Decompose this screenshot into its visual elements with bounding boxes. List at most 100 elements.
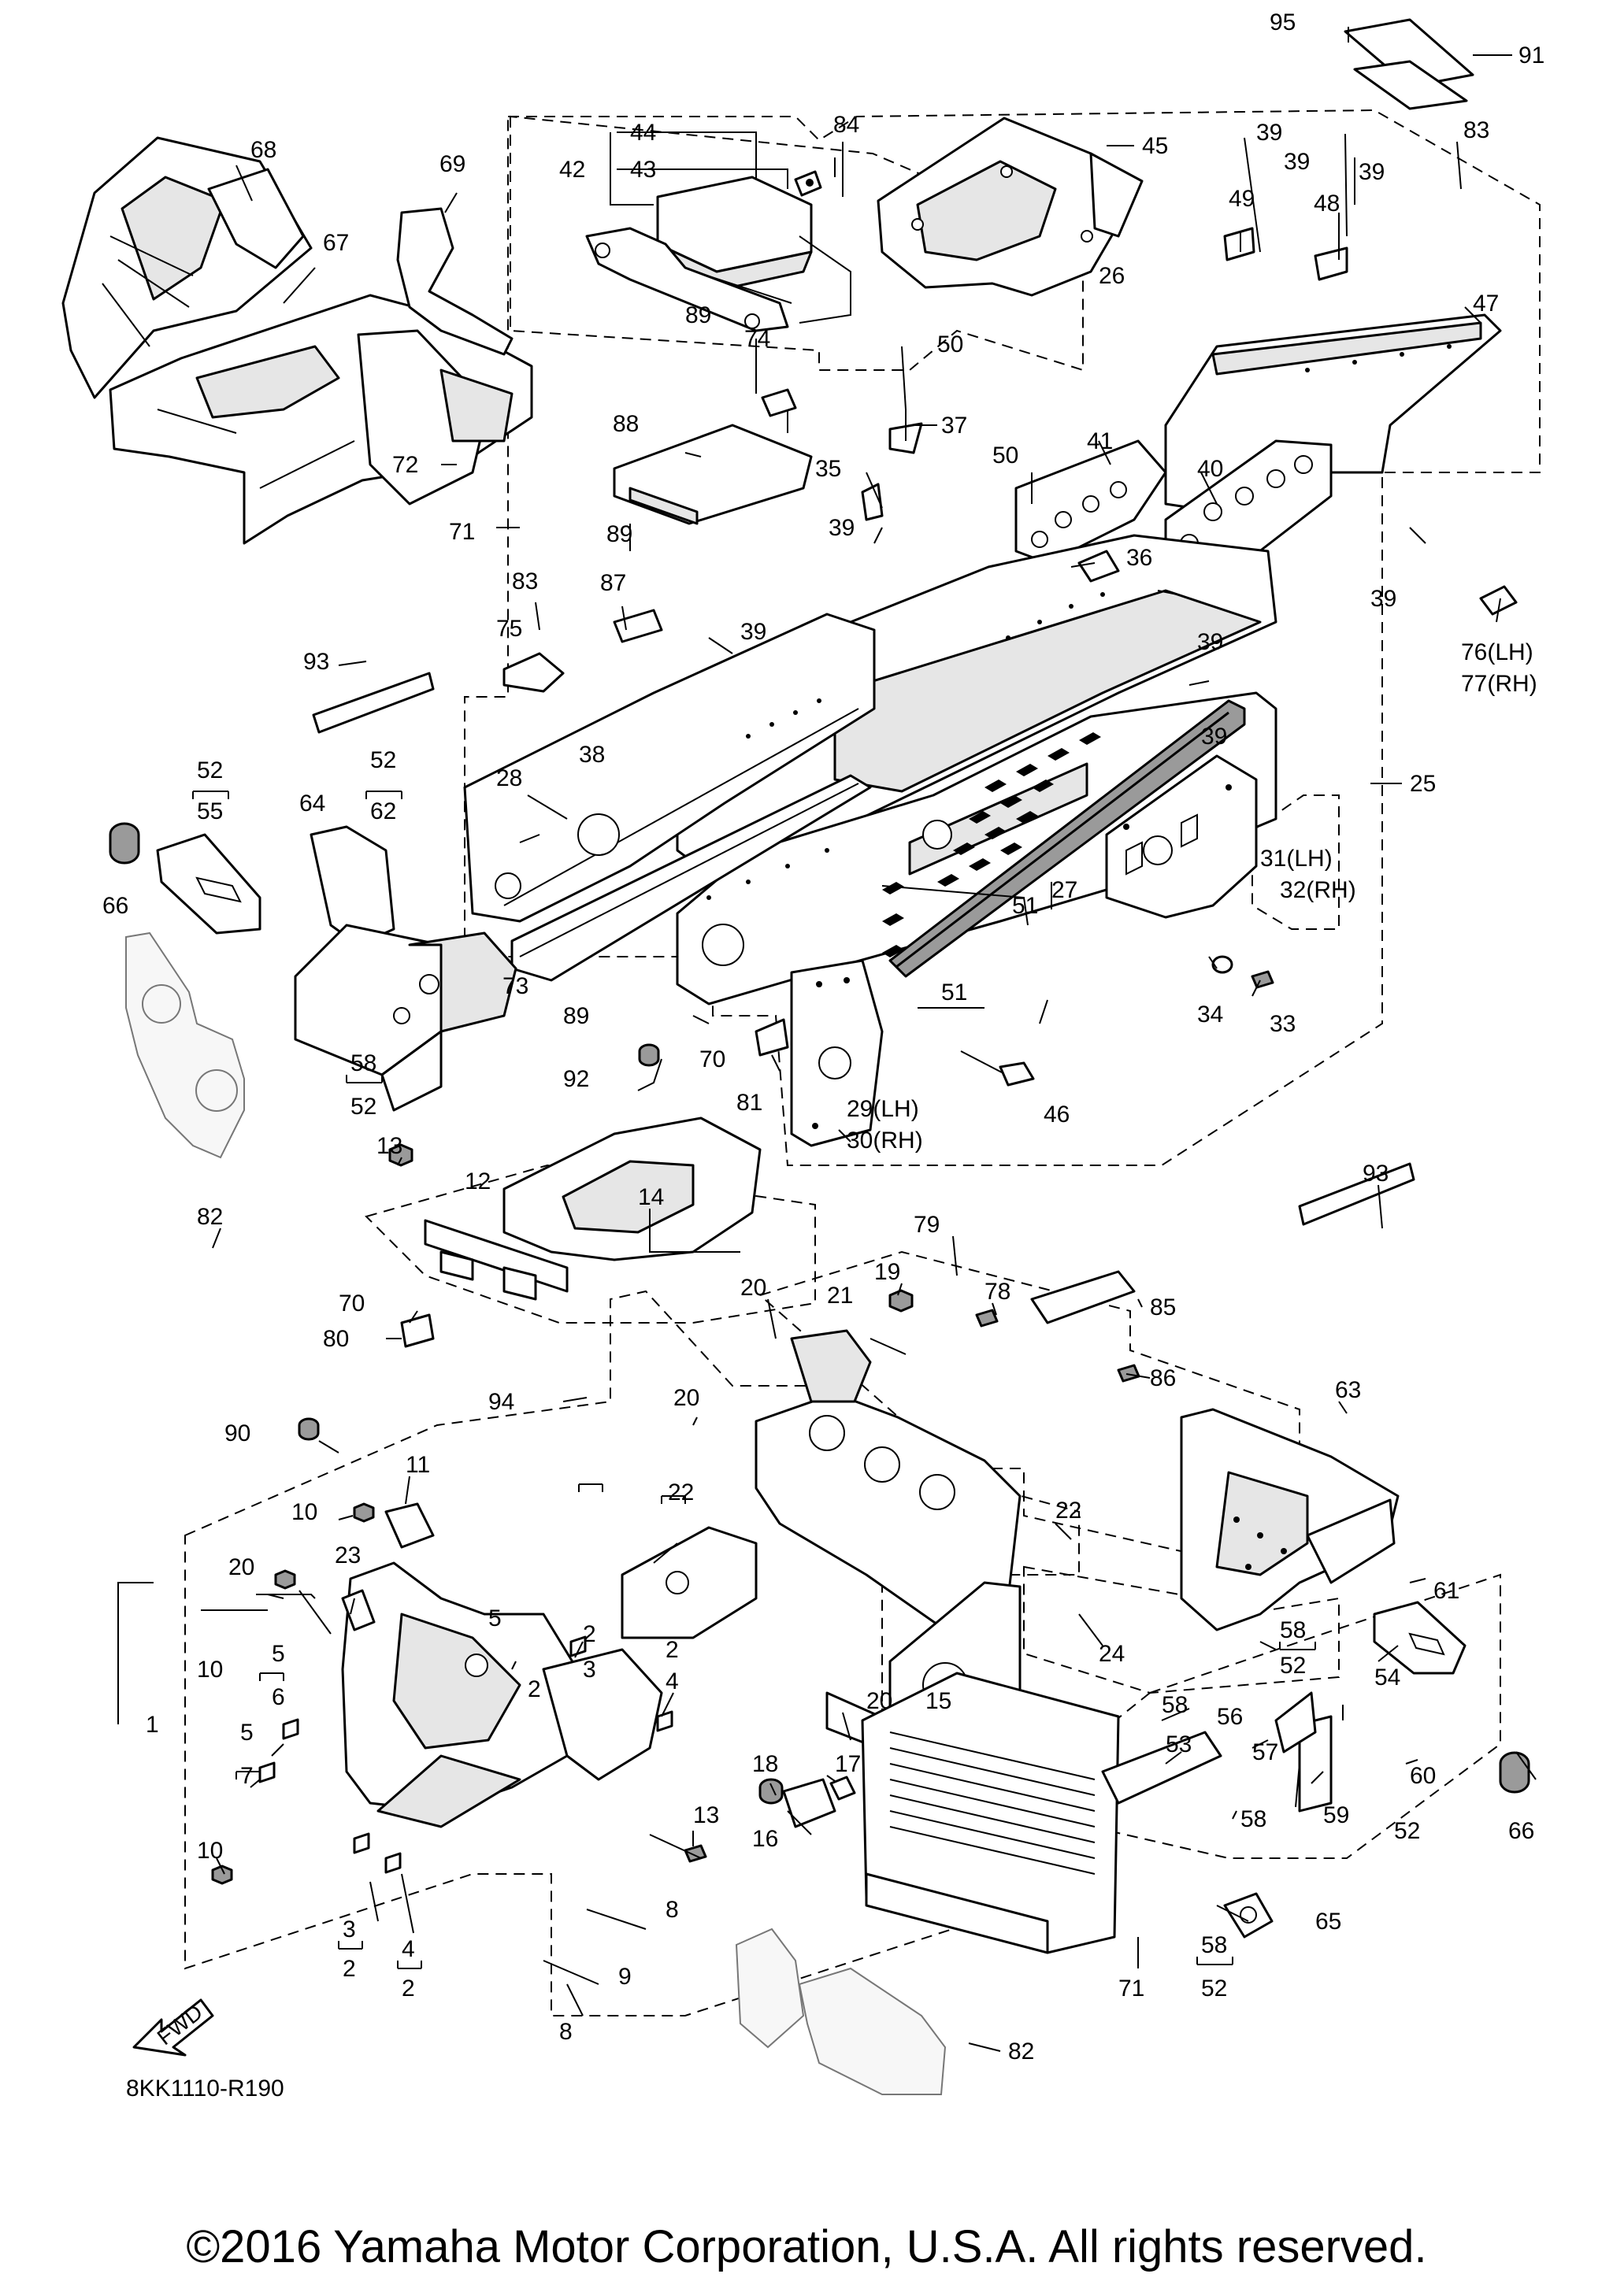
fwd-arrow: FWD bbox=[132, 1998, 214, 2057]
collar-4a bbox=[656, 1710, 673, 1732]
callout-58: 58 bbox=[1240, 1806, 1266, 1832]
callout-2: 2 bbox=[666, 1637, 679, 1663]
battery-box-42 bbox=[585, 176, 851, 332]
callout-10: 10 bbox=[197, 1838, 223, 1864]
callout-82: 82 bbox=[1008, 2039, 1034, 2065]
front-cowling-68 bbox=[61, 136, 313, 399]
heat-shield-bottom bbox=[735, 1928, 947, 2095]
bracket-87 bbox=[613, 609, 663, 643]
callout-72: 72 bbox=[392, 452, 418, 478]
callout-39: 39 bbox=[1256, 120, 1282, 146]
collar-4b bbox=[384, 1852, 402, 1874]
leader-lines bbox=[117, 27, 1537, 2052]
bolt-9 bbox=[586, 1909, 647, 1930]
callout-52: 52 bbox=[370, 747, 396, 773]
bracket-75 bbox=[502, 652, 565, 693]
callout-45: 45 bbox=[1142, 133, 1168, 159]
callout-labels: 95 91 84 44 43 42 45 39 39 39 83 68 69 6… bbox=[102, 9, 1544, 2065]
callout-87: 87 bbox=[600, 570, 626, 596]
callout-71: 71 bbox=[449, 519, 475, 545]
outline-tray-group bbox=[510, 115, 1084, 372]
callout-20: 20 bbox=[228, 1554, 254, 1580]
tunnel-slot-pattern bbox=[882, 732, 1101, 957]
callout-52: 52 bbox=[350, 1094, 376, 1120]
callout-60: 60 bbox=[1410, 1763, 1436, 1789]
callout-70: 70 bbox=[699, 1046, 725, 1072]
callout-41: 41 bbox=[1087, 428, 1113, 454]
front-support-55 bbox=[156, 833, 261, 935]
outline-bottom-right-group bbox=[1023, 1565, 1340, 1694]
callout-81: 81 bbox=[736, 1090, 762, 1116]
drawing-code: 8KK1110-R190 bbox=[126, 2076, 284, 2102]
bracket-76-77 bbox=[1479, 585, 1518, 616]
frame-rivets bbox=[706, 344, 1452, 900]
callout-37: 37 bbox=[941, 413, 967, 439]
callout-14: 14 bbox=[638, 1184, 664, 1210]
callout-5: 5 bbox=[488, 1605, 502, 1631]
callout-92: 92 bbox=[563, 1066, 589, 1092]
damper-66-left bbox=[109, 822, 140, 865]
callout-90: 90 bbox=[224, 1420, 250, 1446]
callout-58: 58 bbox=[350, 1050, 376, 1076]
callout-51: 51 bbox=[941, 980, 967, 1005]
callout-27: 27 bbox=[1051, 877, 1077, 903]
callout-11: 11 bbox=[406, 1452, 430, 1478]
callout-47: 47 bbox=[1473, 291, 1499, 317]
main-frame-chassis bbox=[463, 313, 1502, 1005]
callout-20: 20 bbox=[866, 1688, 892, 1714]
callout-79: 79 bbox=[914, 1212, 940, 1238]
hose-16 bbox=[782, 1778, 836, 1828]
callout-5: 5 bbox=[240, 1720, 254, 1746]
callout-3: 3 bbox=[583, 1657, 596, 1683]
callout-26: 26 bbox=[1099, 263, 1125, 289]
callout-66: 66 bbox=[102, 893, 128, 919]
collar-3a bbox=[569, 1635, 587, 1657]
callout-15: 15 bbox=[925, 1688, 951, 1714]
damper-66-right bbox=[1499, 1751, 1530, 1794]
callout-83: 83 bbox=[1463, 117, 1489, 143]
callout-58: 58 bbox=[1280, 1617, 1306, 1643]
callout-18: 18 bbox=[752, 1751, 778, 1777]
bracket-56 bbox=[1101, 1731, 1222, 1805]
callout-48: 48 bbox=[1314, 191, 1340, 217]
callout-52: 52 bbox=[1201, 1976, 1227, 2002]
bolt-44 bbox=[794, 170, 822, 197]
callout-85: 85 bbox=[1150, 1294, 1176, 1320]
outline-footwell-group bbox=[365, 1164, 816, 1324]
callout-4: 4 bbox=[666, 1668, 679, 1694]
outline-battery-group bbox=[464, 109, 1541, 1166]
front-bracket-26 bbox=[877, 117, 1144, 297]
bracket-70-lower bbox=[400, 1313, 435, 1348]
callout-28: 28 bbox=[496, 765, 522, 791]
callout-66: 66 bbox=[1508, 1818, 1534, 1844]
grommet-92 bbox=[638, 1043, 660, 1067]
callout-68: 68 bbox=[250, 137, 276, 163]
callout-64: 64 bbox=[299, 791, 325, 817]
nut-19 bbox=[888, 1289, 914, 1313]
front-frame-left bbox=[621, 1526, 758, 1639]
callout-2: 2 bbox=[343, 1956, 356, 1982]
callout-13: 13 bbox=[376, 1133, 402, 1159]
label-plate-95-91 bbox=[1344, 18, 1474, 110]
bolt-8a bbox=[649, 1834, 702, 1859]
callout-2: 2 bbox=[402, 1976, 415, 2002]
radiator-15 bbox=[861, 1672, 1120, 1954]
bracket-48 bbox=[1314, 246, 1348, 281]
callout-94: 94 bbox=[488, 1389, 514, 1415]
callout-8: 8 bbox=[666, 1897, 679, 1923]
rear-plate-31-32 bbox=[1105, 754, 1258, 919]
callout-50: 50 bbox=[992, 443, 1018, 468]
rear-bumper-63 bbox=[1180, 1408, 1400, 1631]
callout-89: 89 bbox=[606, 521, 632, 547]
callout-20: 20 bbox=[740, 1275, 766, 1301]
callout-70: 70 bbox=[339, 1291, 365, 1316]
callout-62: 62 bbox=[370, 798, 396, 824]
callout-50: 50 bbox=[937, 331, 963, 357]
callout-6: 6 bbox=[272, 1684, 285, 1710]
callout-brackets bbox=[192, 791, 1316, 1969]
small-parts bbox=[211, 227, 1518, 1985]
callout-29-lh: 29(LH) bbox=[847, 1096, 919, 1122]
callout-44: 44 bbox=[630, 120, 656, 146]
outline-plate-31-group bbox=[1251, 794, 1340, 930]
callout-52: 52 bbox=[1394, 1818, 1420, 1844]
